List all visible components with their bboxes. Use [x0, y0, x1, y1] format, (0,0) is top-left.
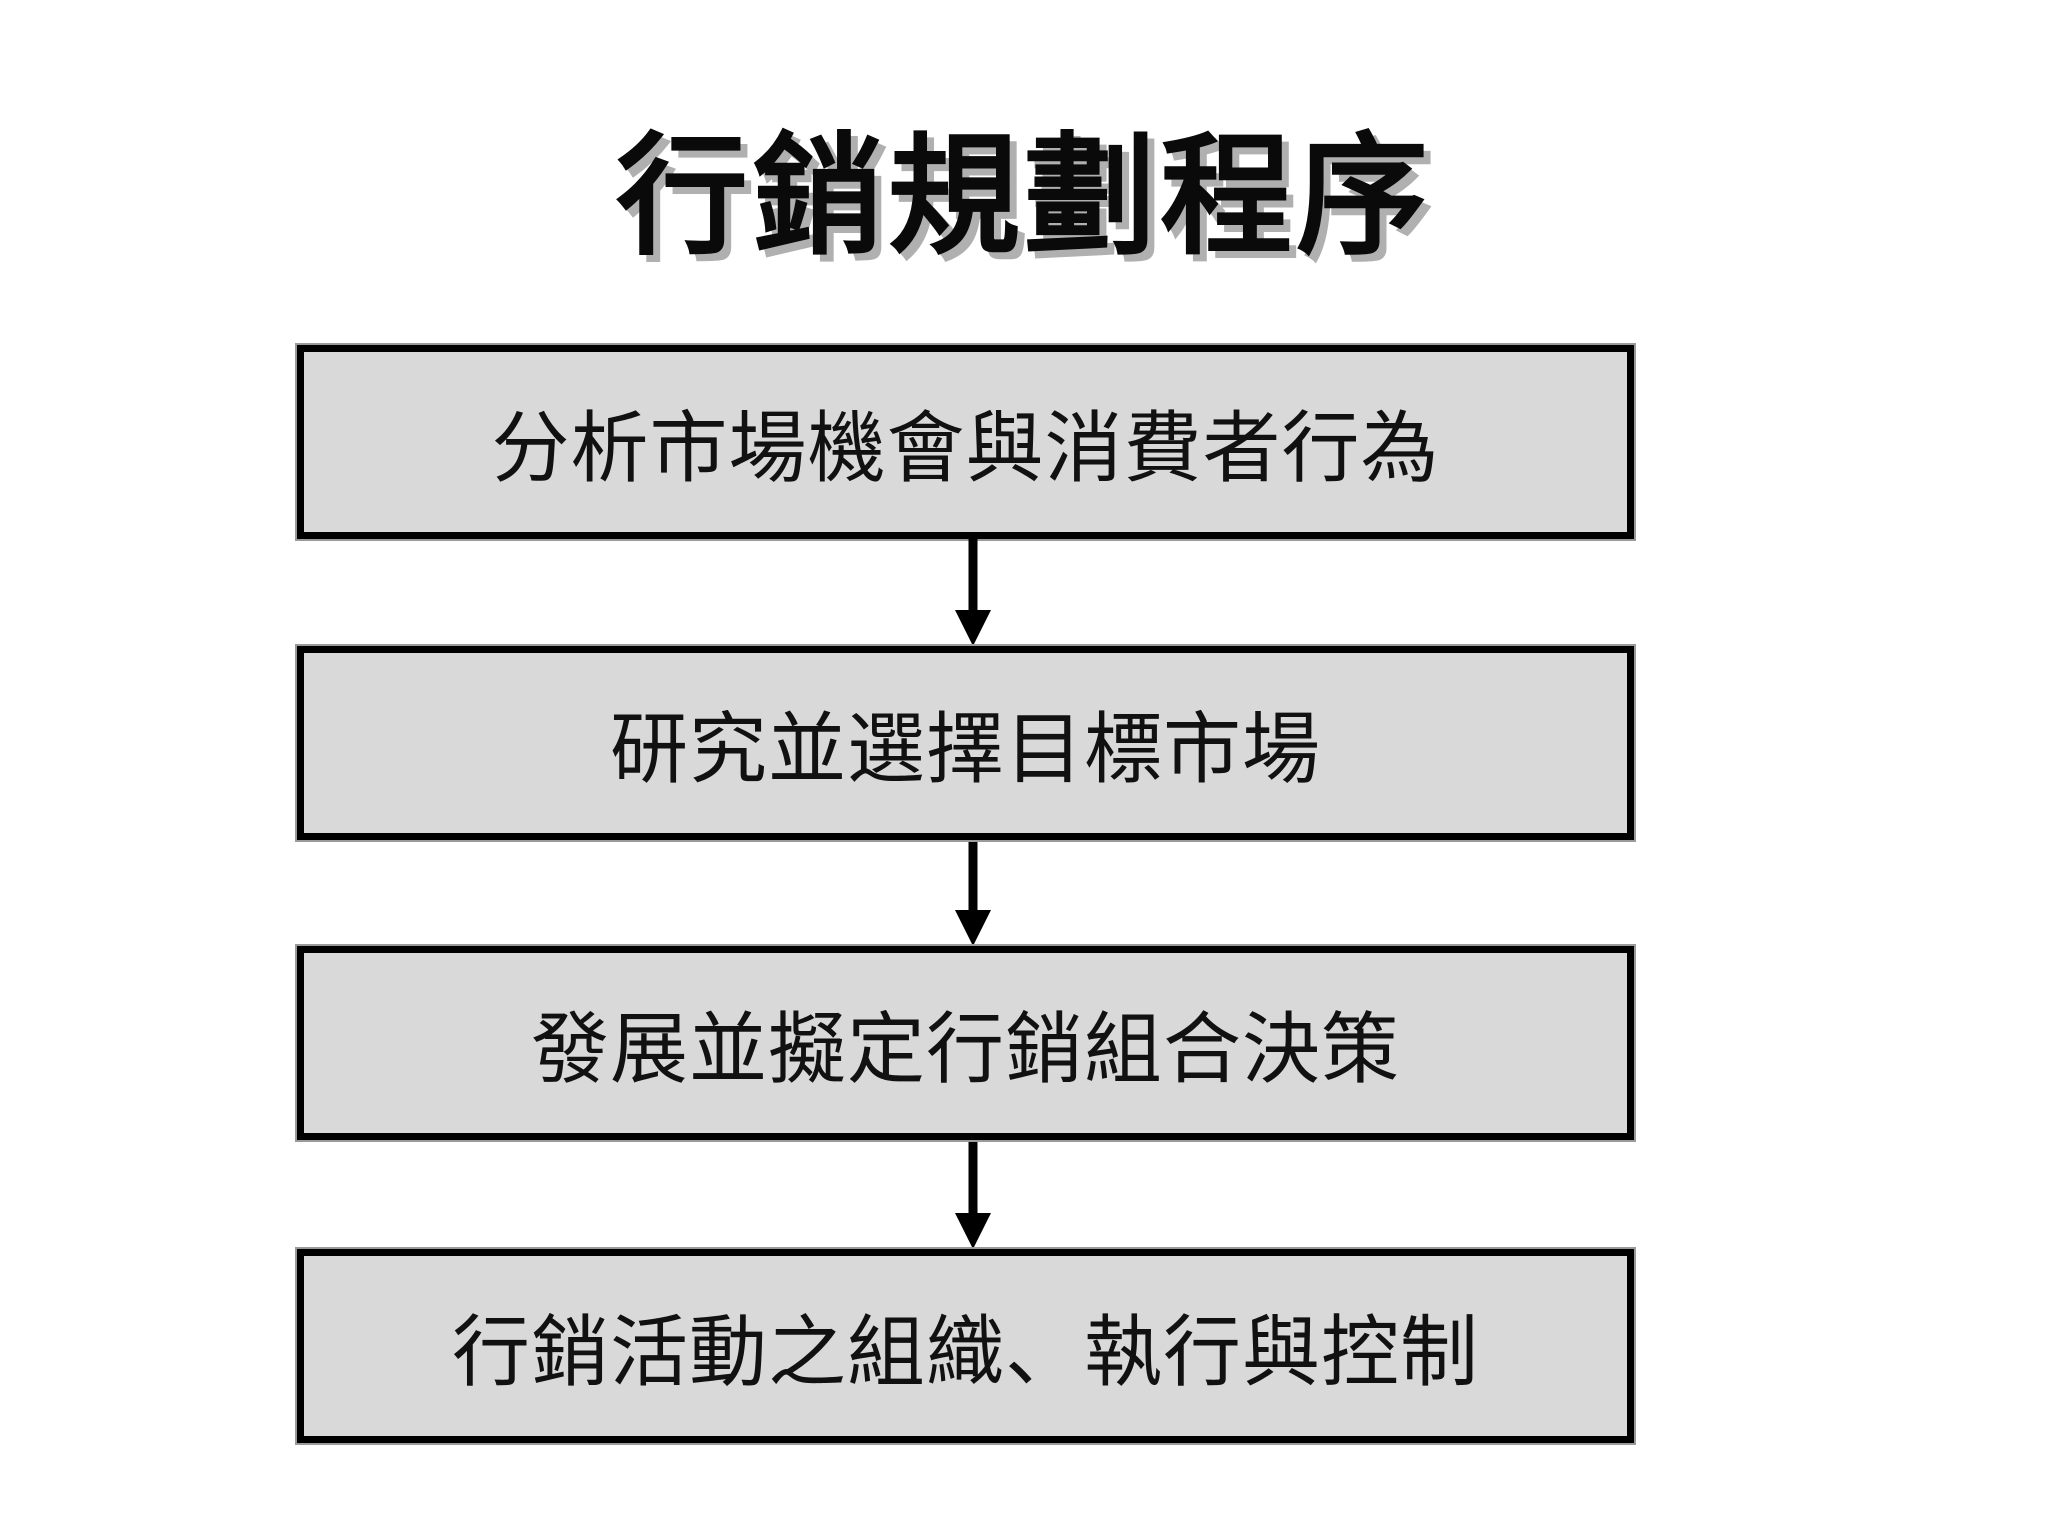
- flow-step-1-label: 分析市場機會與消費者行為: [491, 404, 1440, 494]
- page-title: 行銷規劃程序: [616, 120, 1432, 274]
- flow-step-2: 研究並選擇目標市場: [297, 646, 1634, 840]
- flow-step-4-label: 行銷活動之組織、執行與控制: [451, 1308, 1479, 1398]
- arrow-3-to-4: [955, 1140, 991, 1249]
- flow-step-1: 分析市場機會與消費者行為: [297, 345, 1634, 539]
- flow-step-3-label: 發展並擬定行銷組合決策: [530, 1005, 1400, 1095]
- flow-step-2-label: 研究並選擇目標市場: [609, 705, 1321, 795]
- arrow-2-to-3: [955, 840, 991, 946]
- flow-step-3: 發展並擬定行銷組合決策: [297, 946, 1634, 1140]
- arrow-1-to-2: [955, 539, 991, 646]
- flow-step-4: 行銷活動之組織、執行與控制: [297, 1249, 1634, 1443]
